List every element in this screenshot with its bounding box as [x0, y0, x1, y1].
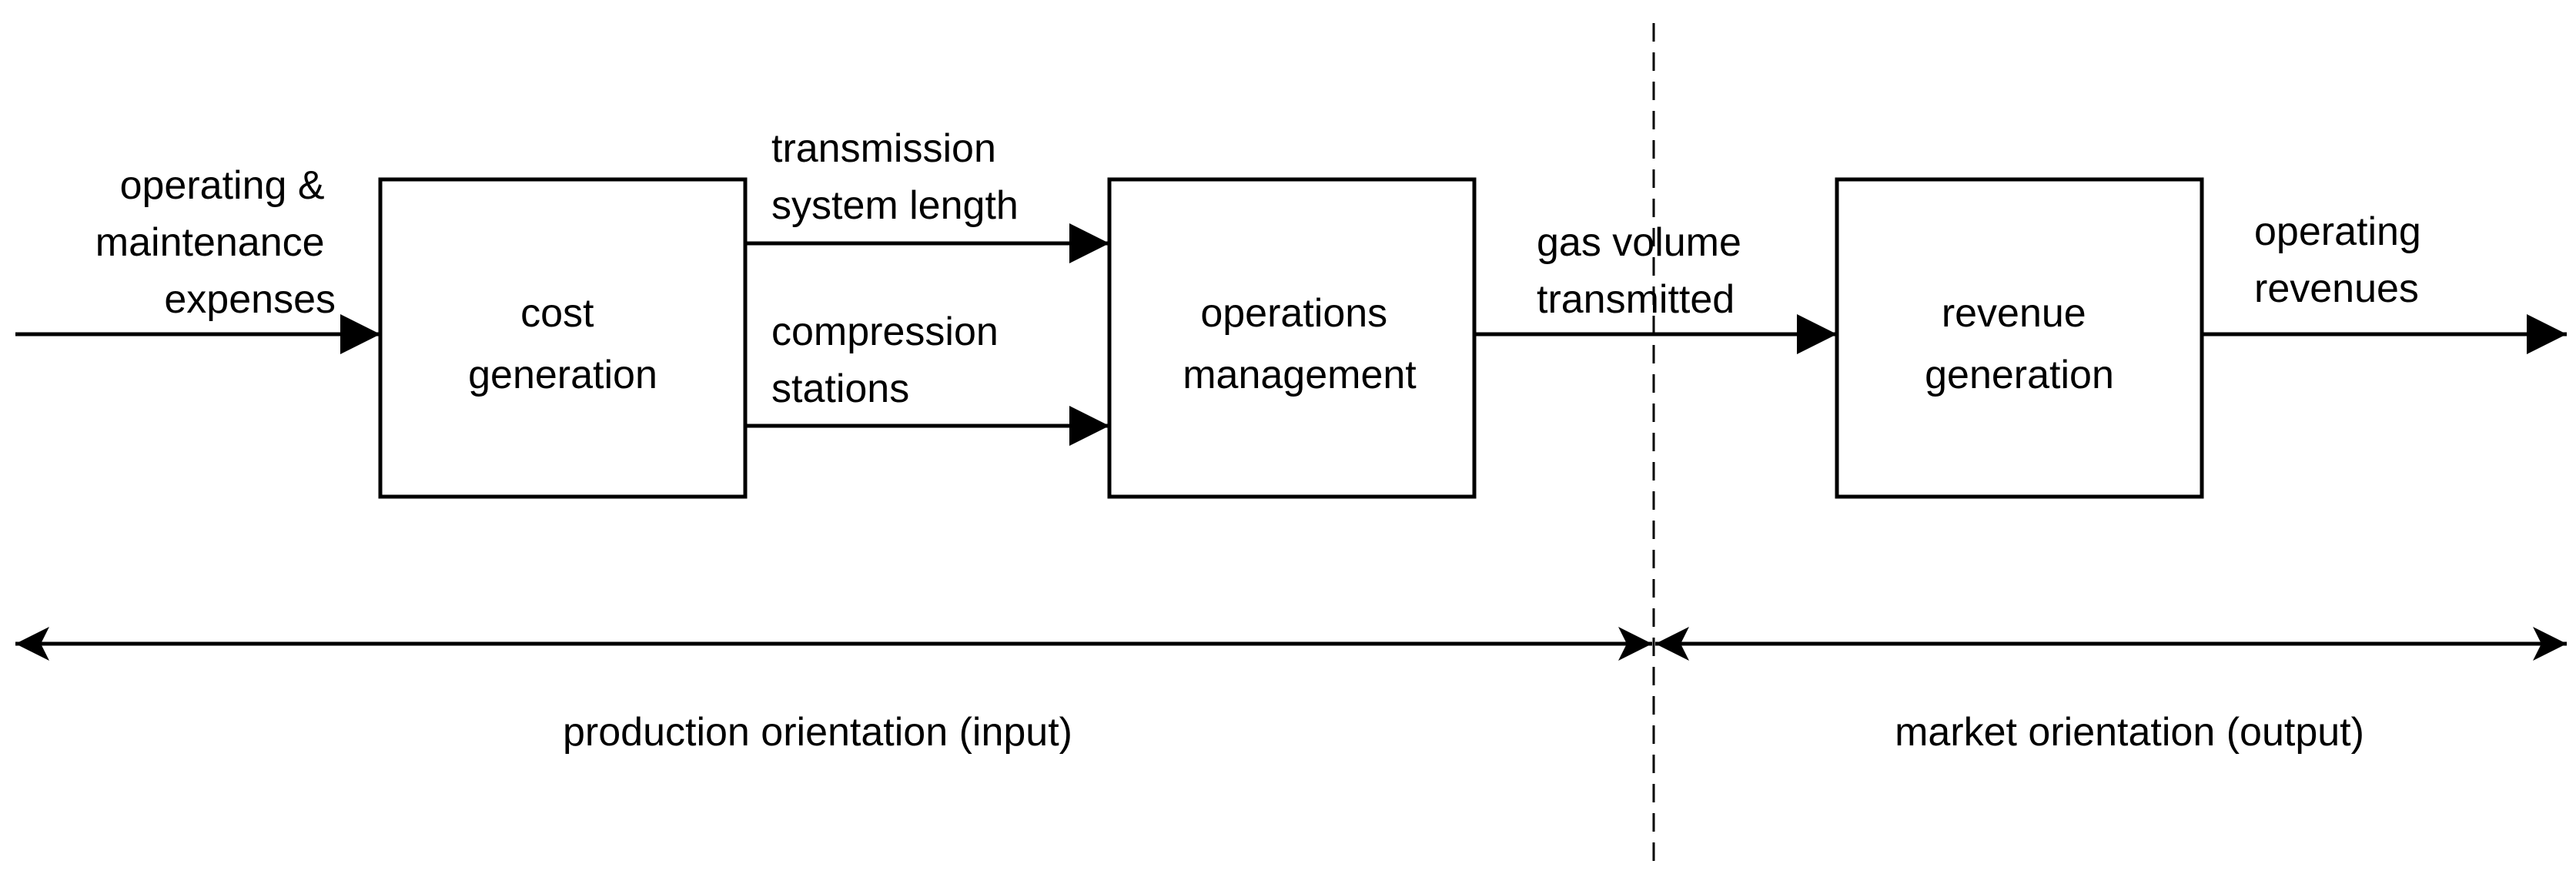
operating-revenues-label: operating revenues [2254, 209, 2432, 311]
input-expenses-label: operating & maintenance expenses [95, 163, 336, 322]
gas-volume-label: gas volume transmitted [1537, 220, 1752, 322]
revenue-generation-block [1835, 177, 2204, 499]
market-orientation-label: market orientation (output) [1895, 710, 2364, 755]
operations-management-label: operations management [1183, 291, 1417, 397]
compression-stations-label: compression stations [771, 310, 1009, 411]
production-orientation-label: production orientation (input) [563, 710, 1072, 755]
system-length-label: transmission system length [771, 126, 1019, 228]
revenue-generation-label: revenue generation [1925, 291, 2114, 397]
cost-generation-block [378, 177, 748, 499]
cost-generation-label: cost generation [468, 291, 657, 397]
operations-management-block [1107, 177, 1477, 499]
